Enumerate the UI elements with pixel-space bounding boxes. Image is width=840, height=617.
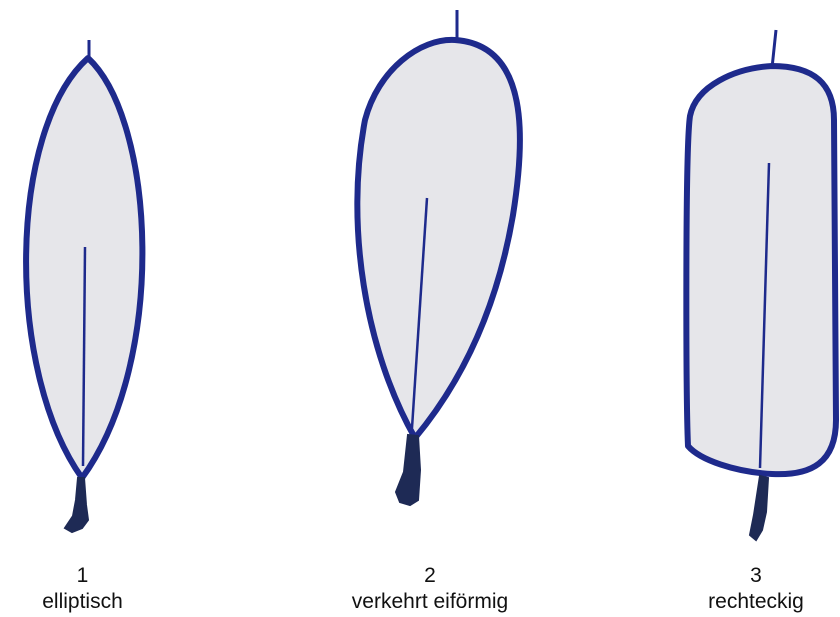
leaf-2-number: 2 xyxy=(300,563,560,589)
leaf-1-stalk xyxy=(65,478,88,532)
leaf-3-petiole-top xyxy=(772,30,776,68)
leaf-2-caption: 2 verkehrt eiförmig xyxy=(300,563,560,615)
leaf-2-stalk xyxy=(396,435,420,505)
leaf-1-name: elliptisch xyxy=(10,589,155,615)
leaf-3-name: rechteckig xyxy=(672,589,840,615)
leaf-3-stalk xyxy=(750,476,768,540)
leaf-obovate xyxy=(357,10,520,505)
leaf-1-caption: 1 elliptisch xyxy=(10,563,155,615)
leaf-oblong xyxy=(686,30,836,540)
leaf-3-number: 3 xyxy=(672,563,840,589)
leaf-2-name: verkehrt eiförmig xyxy=(300,589,560,615)
leaf-elliptic xyxy=(26,40,142,532)
leaf-3-caption: 3 rechteckig xyxy=(672,563,840,615)
leaf-1-number: 1 xyxy=(10,563,155,589)
leaf-2-blade xyxy=(357,40,520,438)
